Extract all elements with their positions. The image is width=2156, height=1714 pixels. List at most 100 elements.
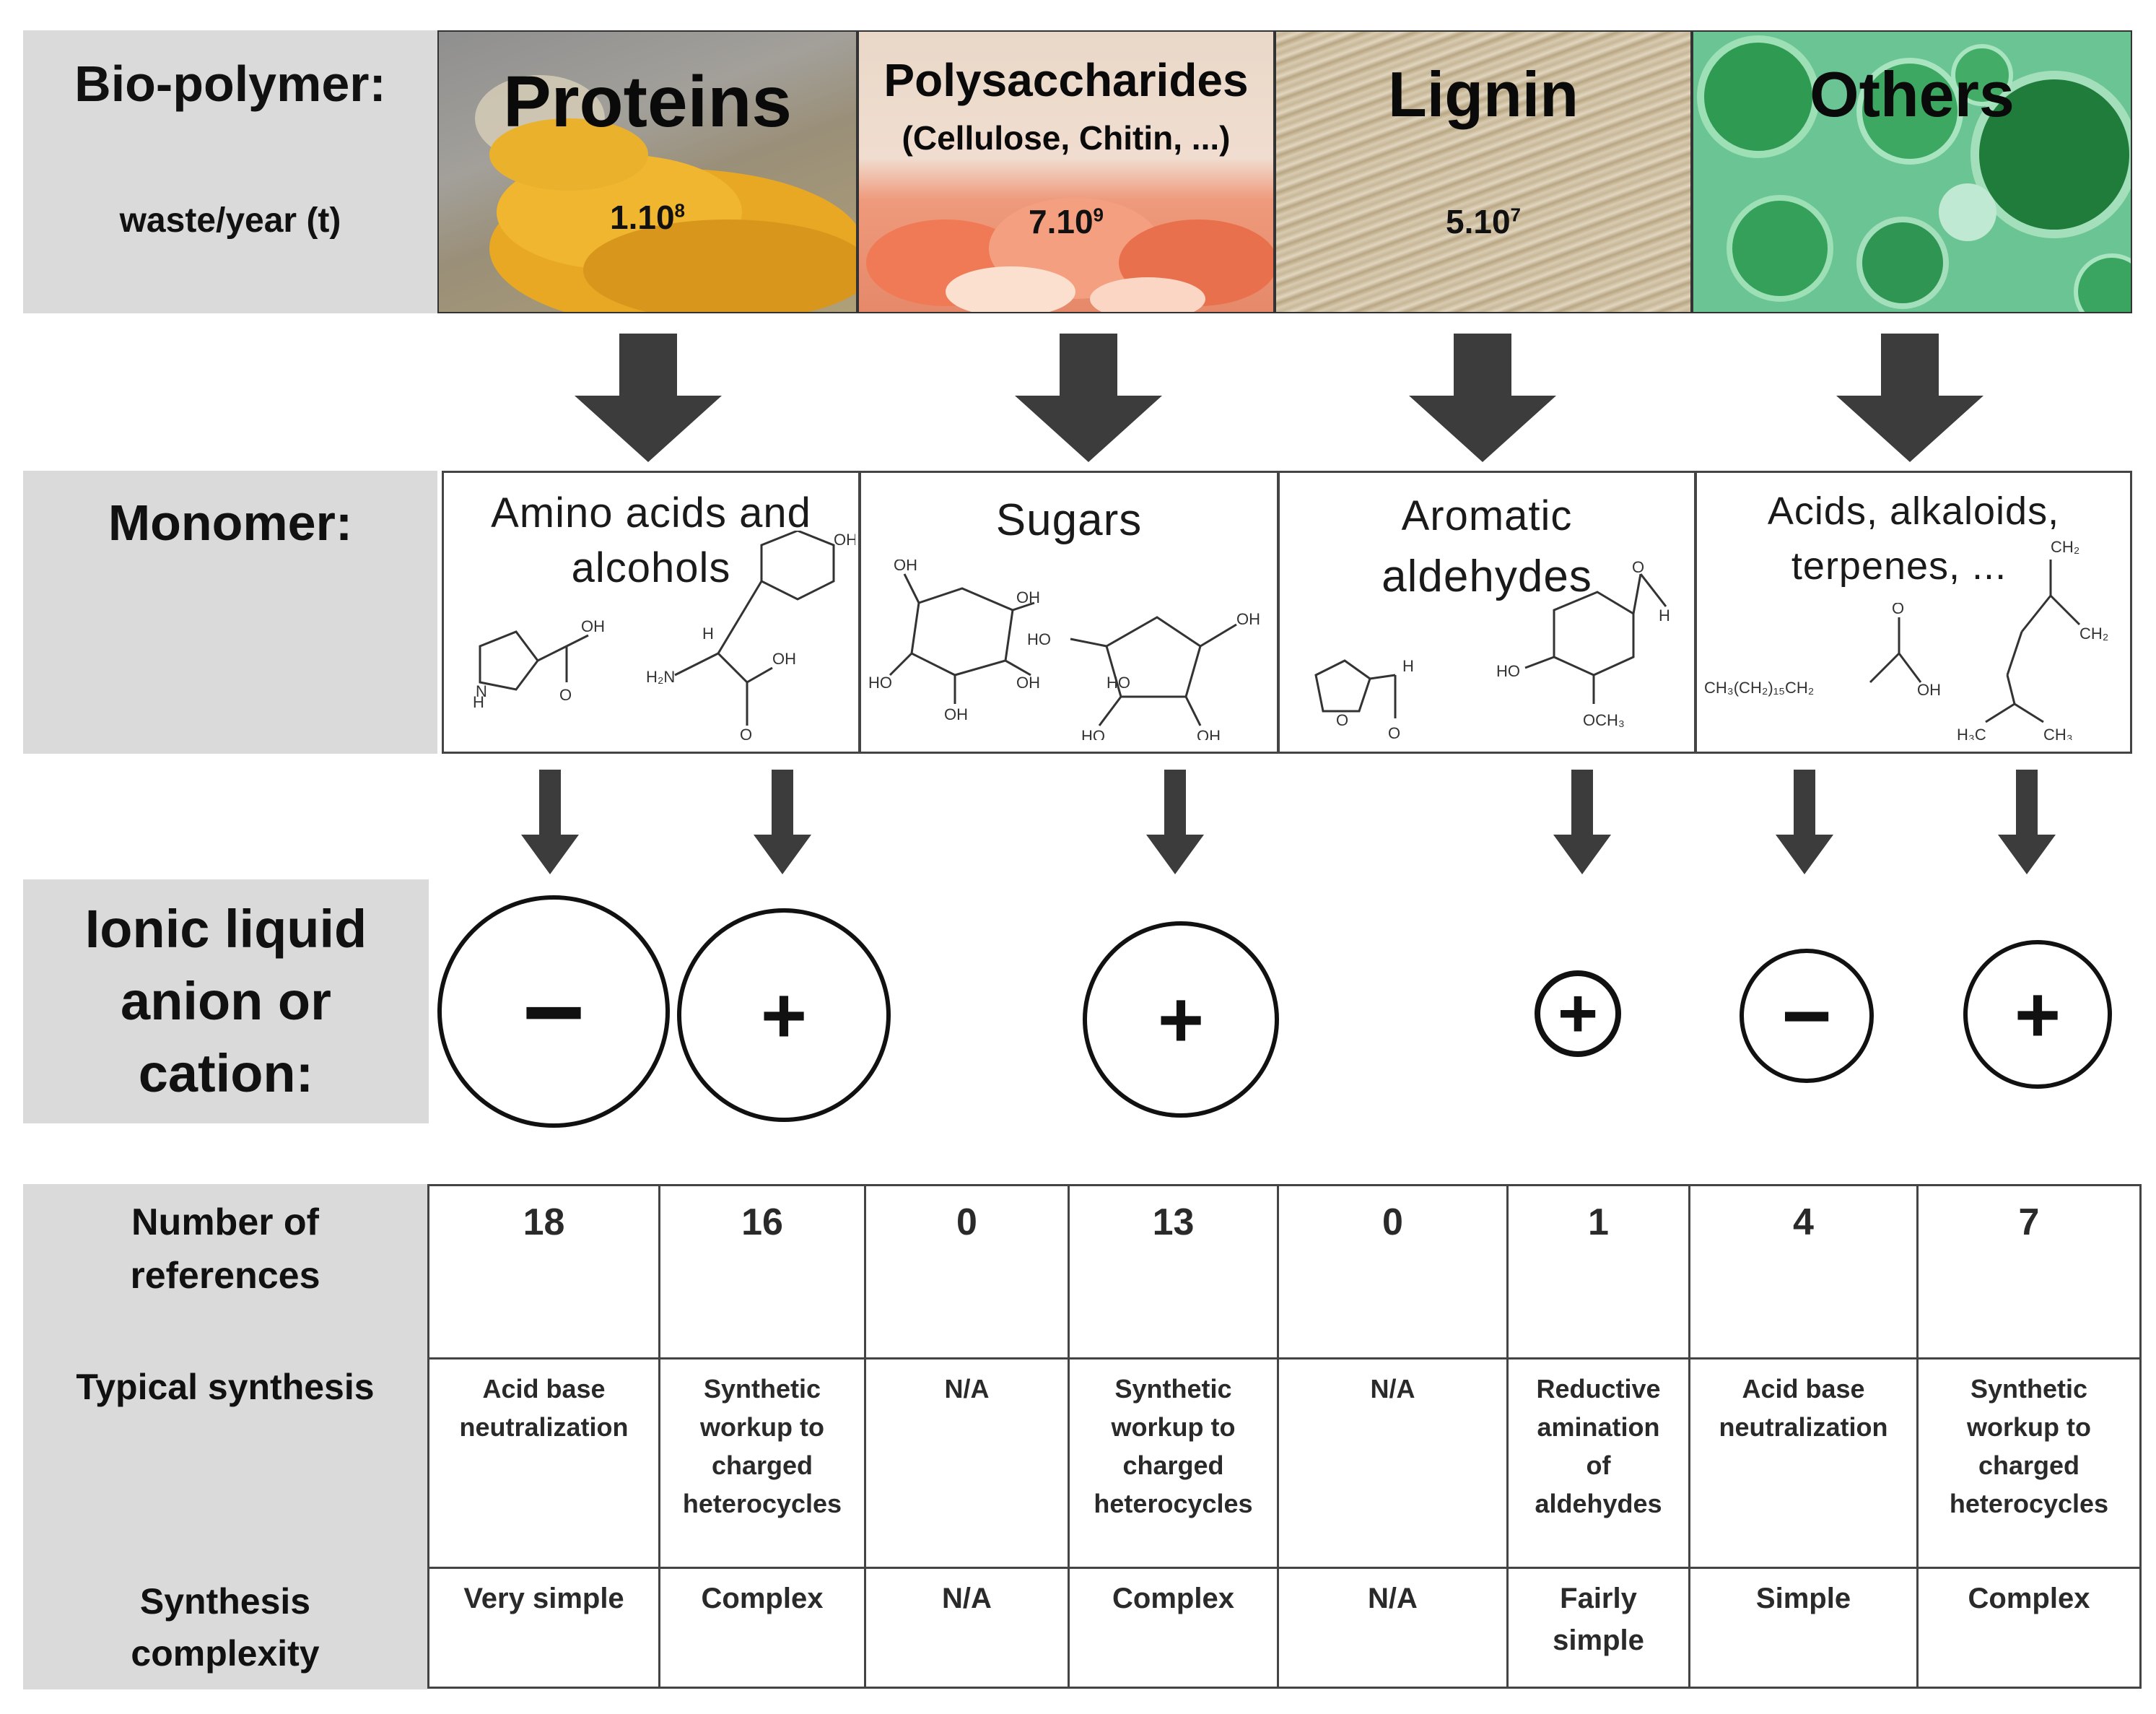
monomer-title: Amino acids and bbox=[491, 490, 811, 536]
table-cell: N/A bbox=[864, 1567, 1070, 1689]
table-cell: N/A bbox=[864, 1357, 1070, 1569]
cation-circle: + bbox=[1083, 921, 1279, 1118]
svg-text:OH: OH bbox=[1197, 727, 1221, 740]
proline-structure: H N OH O bbox=[473, 617, 605, 711]
cation-circle: + bbox=[677, 908, 891, 1122]
table-cell: N/A bbox=[1277, 1357, 1509, 1569]
svg-text:H: H bbox=[473, 693, 484, 711]
table-cell: Complex bbox=[1068, 1567, 1279, 1689]
waste-label: waste/year (t) bbox=[119, 201, 341, 240]
shrimp-shell-image bbox=[866, 198, 1273, 312]
svg-text:HO: HO bbox=[868, 674, 892, 692]
ionic-label-panel: Ionic liquid anion or cation: bbox=[23, 879, 429, 1123]
svg-text:HO: HO bbox=[1107, 674, 1130, 692]
svg-text:O: O bbox=[740, 726, 752, 740]
table-row: 18 16 0 13 0 1 4 7 bbox=[427, 1184, 2142, 1360]
small-down-arrow-icon bbox=[1776, 770, 1833, 874]
waste-value: 7.109 bbox=[1029, 203, 1104, 240]
svg-text:H₃C: H₃C bbox=[1957, 726, 1986, 740]
monomer-title: Sugars bbox=[995, 495, 1143, 545]
svg-text:H: H bbox=[1402, 657, 1414, 675]
svg-text:O: O bbox=[1336, 711, 1348, 729]
down-arrow-icon bbox=[1015, 334, 1162, 462]
glucose-structure: OH OH OH HO OH bbox=[868, 560, 1040, 723]
table-cell: Simple bbox=[1688, 1567, 1919, 1689]
waste-value: 5.107 bbox=[1446, 203, 1521, 240]
table-cell: Complex bbox=[1916, 1567, 2142, 1689]
table-cell: 13 bbox=[1068, 1184, 1279, 1360]
anion-circle: − bbox=[437, 895, 670, 1128]
biopolymer-label: Bio-polymer: bbox=[74, 56, 386, 112]
svg-text:H₂N: H₂N bbox=[646, 668, 675, 686]
svg-text:OH: OH bbox=[944, 705, 968, 723]
table-cell: Complex bbox=[658, 1567, 866, 1689]
furfural-structure: O H O bbox=[1314, 657, 1414, 742]
svg-text:O: O bbox=[1632, 558, 1644, 576]
typical-synthesis-label: Typical synthesis bbox=[76, 1367, 375, 1407]
vanillin-structure: O H HO OCH₃ bbox=[1496, 558, 1670, 729]
table-cell: 18 bbox=[427, 1184, 660, 1360]
tyrosine-structure: OH H H₂N OH O bbox=[646, 531, 855, 740]
proteins-cell: Proteins 1.108 bbox=[437, 30, 857, 313]
cation-circle: + bbox=[1535, 970, 1621, 1057]
monomer-title: Aromatic bbox=[1401, 492, 1573, 539]
svg-text:OH: OH bbox=[1016, 588, 1040, 606]
svg-text:OH: OH bbox=[1917, 681, 1941, 699]
biopolymer-label-panel: Bio-polymer: waste/year (t) bbox=[23, 30, 437, 313]
monomer-others-box: Acids, alkaloids, terpenes, ... CH₃(CH₂)… bbox=[1695, 471, 2132, 754]
small-down-arrow-icon bbox=[1998, 770, 2056, 874]
algae-cells-image bbox=[1693, 32, 2131, 312]
svg-text:CH₃(CH₂)₁₅CH₂: CH₃(CH₂)₁₅CH₂ bbox=[1704, 679, 1814, 697]
monomer-label: Monomer: bbox=[108, 495, 353, 551]
svg-text:N: N bbox=[476, 682, 487, 700]
ionic-label-line: anion or bbox=[121, 971, 331, 1031]
polysaccharides-cell: Polysaccharides (Cellulose, Chitin, ...)… bbox=[857, 30, 1275, 313]
table-cell: 4 bbox=[1688, 1184, 1919, 1360]
small-down-arrow-icon bbox=[1553, 770, 1611, 874]
monomer-aromatic-aldehydes-box: Aromatic aldehydes O H O O H H O OCH₃ bbox=[1278, 471, 1696, 754]
fatty-acid-structure: CH₃(CH₂)₁₅CH₂ O OH bbox=[1704, 603, 1941, 699]
svg-text:OCH₃: OCH₃ bbox=[1583, 711, 1625, 729]
synthesis-complexity-label: Synthesis complexity bbox=[131, 1581, 320, 1674]
svg-text:CH₃: CH₃ bbox=[2043, 726, 2073, 740]
monomer-amino-acids-box: Amino acids and alcohols H N OH O OH H H… bbox=[442, 471, 860, 754]
anion-circle: − bbox=[1740, 949, 1874, 1083]
biopolymer-name: Proteins bbox=[502, 61, 793, 142]
svg-text:OH: OH bbox=[894, 560, 917, 574]
table-cell: 7 bbox=[1916, 1184, 2142, 1360]
biopolymer-name: Lignin bbox=[1388, 58, 1579, 130]
svg-text:H: H bbox=[1659, 606, 1670, 625]
svg-text:H: H bbox=[702, 625, 714, 643]
small-down-arrow-icon bbox=[754, 770, 811, 874]
waste-value: 1.108 bbox=[610, 199, 685, 236]
table-cell: N/A bbox=[1277, 1567, 1509, 1689]
ionic-label-line: cation: bbox=[138, 1043, 314, 1103]
number-of-references-label: Number of references bbox=[130, 1201, 320, 1297]
down-arrow-icon bbox=[1836, 334, 1983, 462]
table-row: Very simple Complex N/A Complex N/A Fair… bbox=[427, 1567, 2142, 1689]
monomer-title: terpenes, ... bbox=[1791, 544, 2007, 588]
fructose-structure: HO OH HO HO OH bbox=[1027, 610, 1260, 740]
terpene-structure: CH₂ CH₂ H₃C CH₃ bbox=[1957, 538, 2108, 740]
down-arrow-icon bbox=[1409, 334, 1556, 462]
table-cell: 1 bbox=[1506, 1184, 1690, 1360]
svg-text:CH₂: CH₂ bbox=[2079, 625, 2108, 643]
monomer-title: aldehydes bbox=[1382, 552, 1592, 601]
svg-text:O: O bbox=[1388, 724, 1400, 742]
monomer-label-panel: Monomer: bbox=[23, 471, 437, 754]
svg-text:OH: OH bbox=[834, 531, 855, 549]
monomer-title: alcohols bbox=[571, 544, 731, 591]
biopolymer-name: Polysaccharides bbox=[883, 54, 1249, 106]
svg-text:O: O bbox=[1892, 603, 1904, 617]
monomer-title: Acids, alkaloids, bbox=[1767, 490, 2060, 533]
lignin-cell: Lignin 5.107 bbox=[1275, 30, 1692, 313]
biopolymer-name: Others bbox=[1810, 58, 2015, 130]
ionic-label-line: Ionic liquid bbox=[84, 899, 367, 959]
